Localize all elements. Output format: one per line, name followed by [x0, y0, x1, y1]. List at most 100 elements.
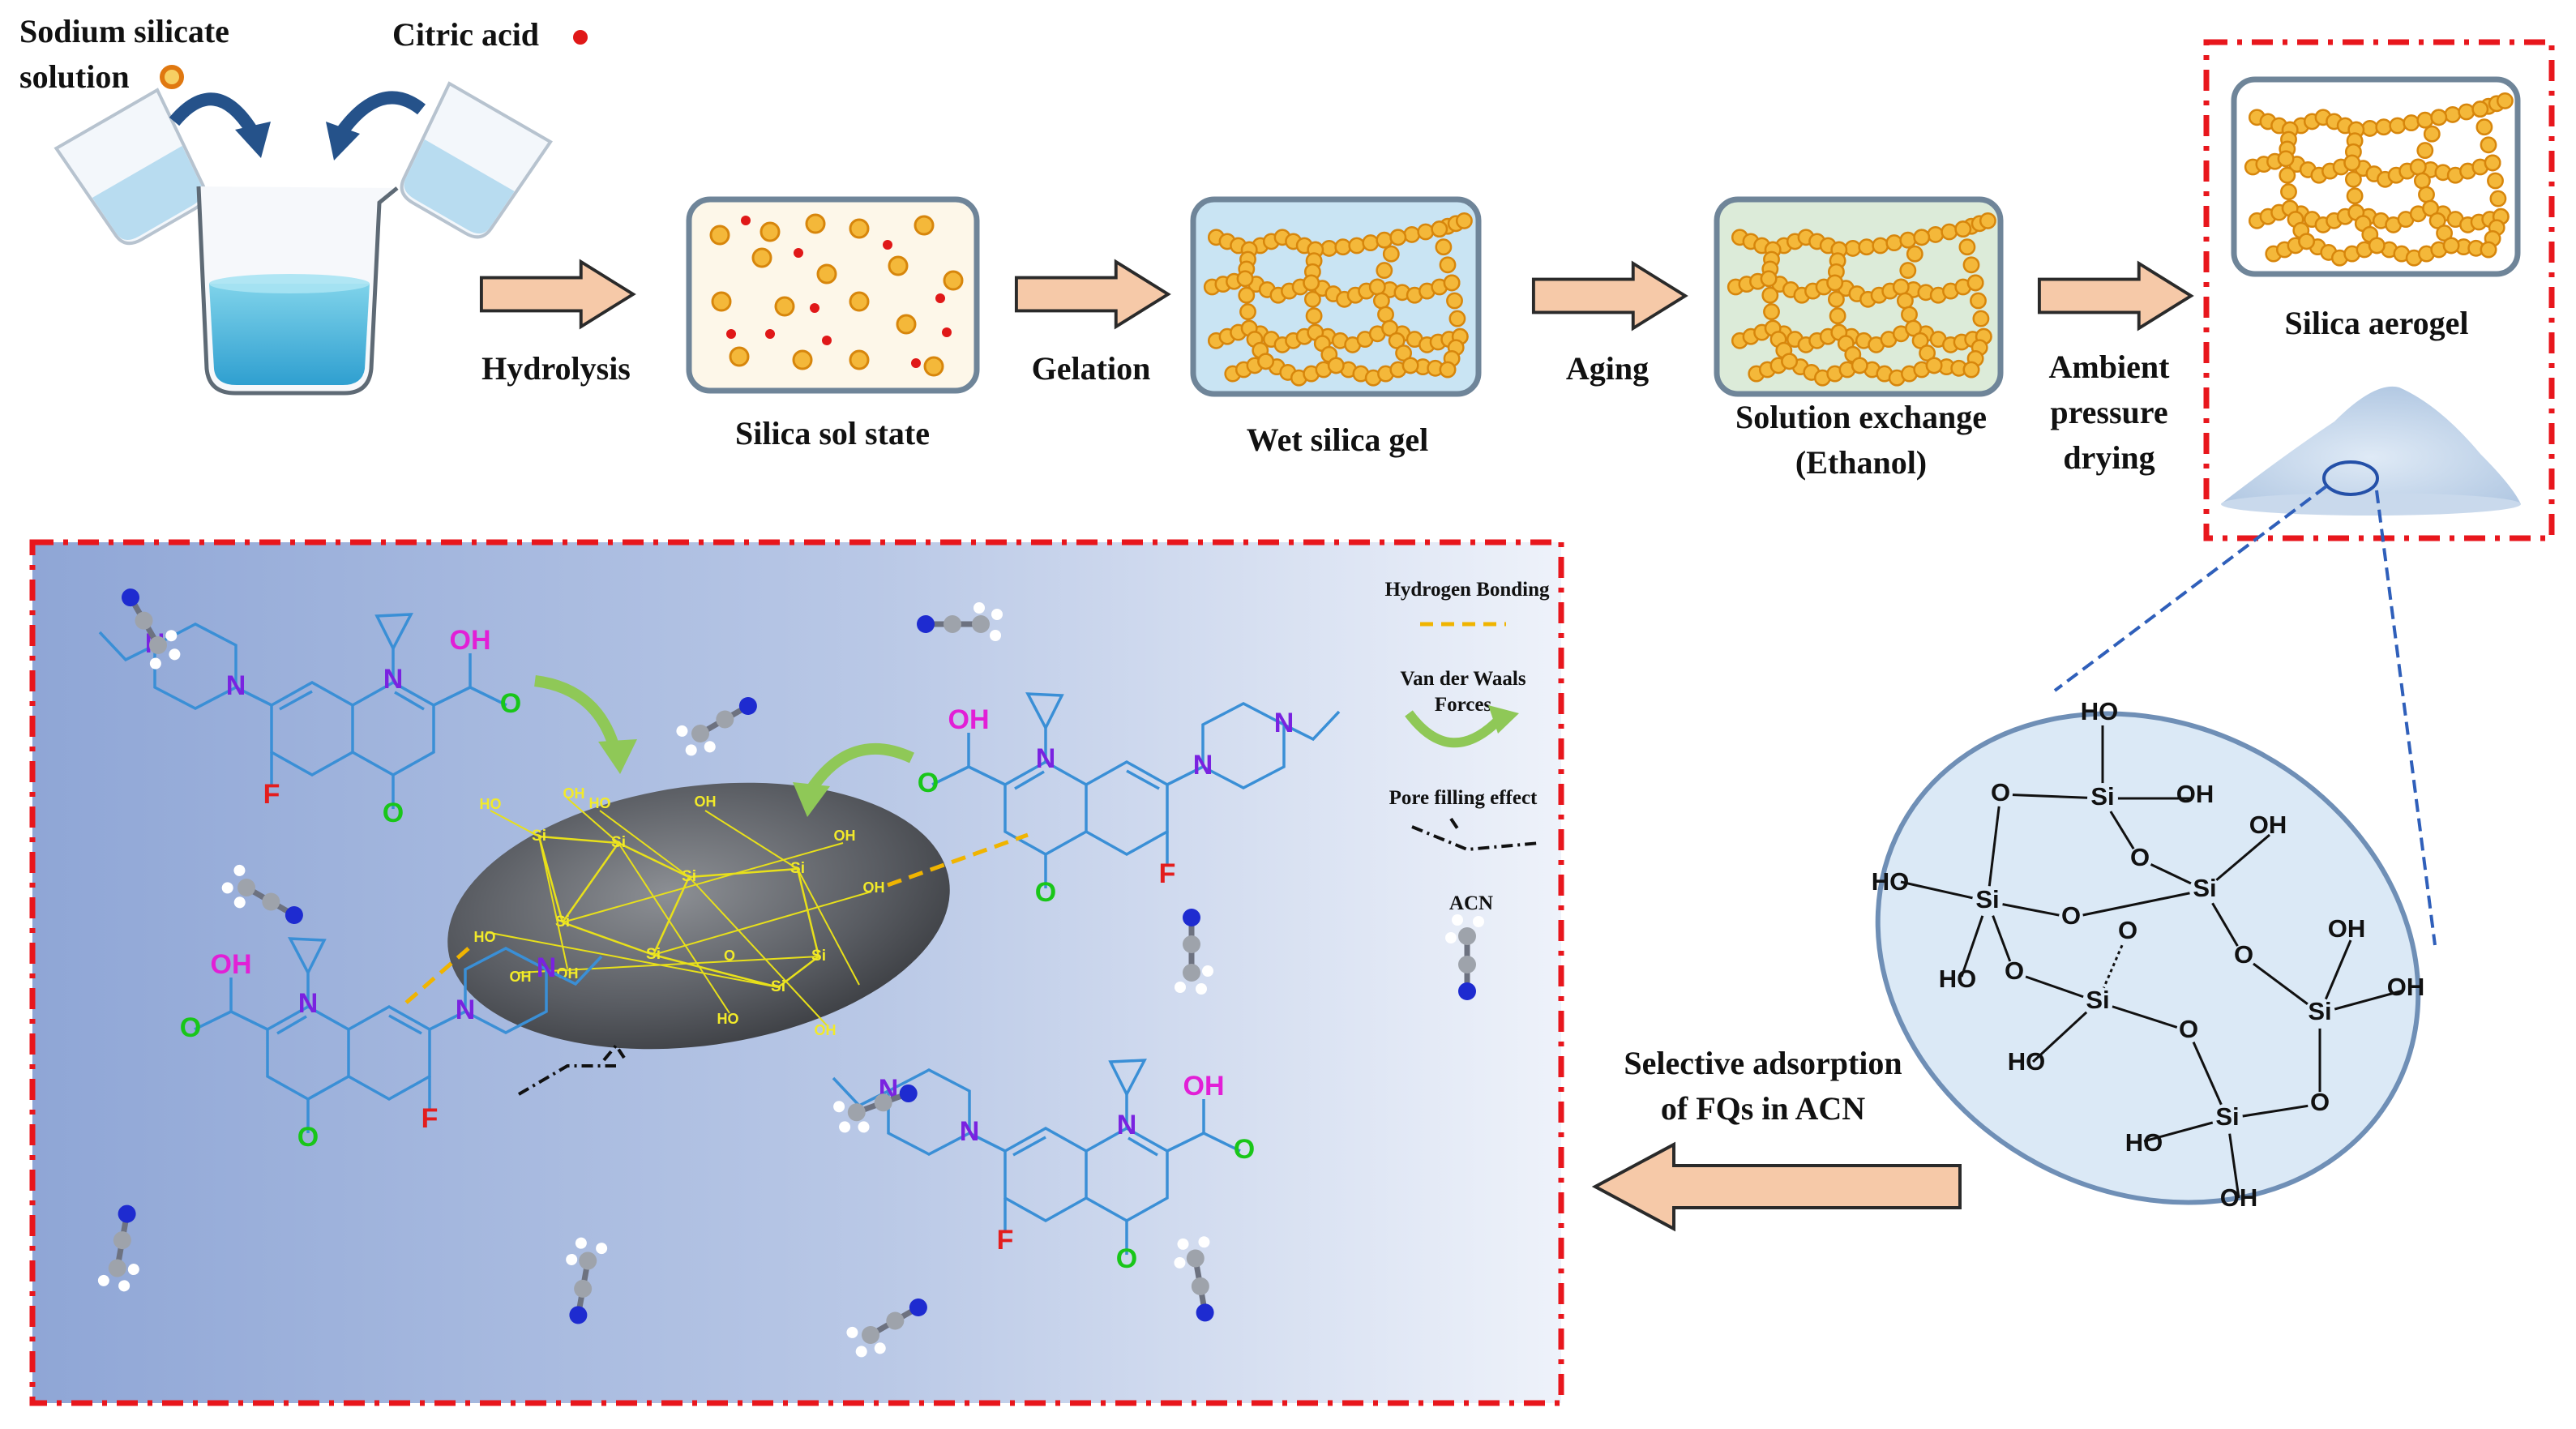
gel-particle [1303, 290, 1321, 308]
piperazine-n-label: N [1193, 750, 1213, 781]
disc-bond [653, 953, 779, 989]
svg-text:Selective adsorption: Selective adsorption [1624, 1045, 1902, 1081]
gel-particle [1911, 332, 1929, 349]
hydroxyl-label: OH [2249, 811, 2287, 839]
gel-particle [1439, 256, 1457, 274]
gel-particle [1958, 238, 1976, 256]
si-o-bond [2187, 1030, 2229, 1119]
legend: Hydrogen Bonding Van der Waals Forces Po… [1384, 579, 1550, 914]
o-atom-label: O [2310, 1088, 2330, 1116]
sol-silica-particle [849, 218, 870, 239]
gel-particle [1761, 286, 1779, 304]
carboxyl-oh-label: OH [450, 625, 491, 656]
o-atom-label: O [2005, 956, 2024, 985]
fluoroquinolone-molecules: NNNOOOHFNNNOOOHFNNNOOOHFNNNOOOHF [98, 613, 1341, 1274]
ketone-o-label: O [297, 1122, 319, 1153]
gel-particle [2458, 103, 2475, 121]
acn-molecule [676, 697, 757, 756]
disc-oh-bond [688, 876, 828, 1026]
reagent-sodium-silicate-label: Sodium silicate solution [19, 13, 229, 95]
disc-hydroxyl-label: OH [510, 969, 532, 985]
ketone-o-label: O [1035, 877, 1056, 908]
pore-filling-marker [517, 1042, 626, 1096]
gel-particle [1927, 225, 1945, 243]
acn-molecule [846, 1299, 927, 1358]
gel-particle [1389, 229, 1407, 246]
silica-aerogel-box [2231, 76, 2521, 277]
gel-particle [1431, 220, 1448, 238]
disc-oh-bond [486, 931, 779, 988]
disc-bond [537, 836, 564, 923]
gel-particle [2346, 187, 2364, 205]
pour-curved-arrow-right [326, 91, 426, 160]
step-drying-label-3: drying [2063, 439, 2155, 476]
aerogel-frame [2203, 39, 2555, 541]
gel-particle [1906, 245, 1923, 263]
gel-particle [2413, 172, 2431, 190]
gel-particle [2496, 92, 2514, 109]
gel-particle [1899, 262, 1917, 280]
gel-particle [1305, 307, 1323, 325]
arrow-hydrolysis [479, 260, 635, 328]
gel-particle [1388, 332, 1406, 349]
o-atom-label: O [2234, 940, 2253, 969]
gel-particle [1962, 256, 1980, 274]
acn-molecule [917, 602, 1003, 641]
si-atom-label: Si [2193, 874, 2216, 902]
svg-text:Sodium silicate: Sodium silicate [19, 13, 229, 49]
disc-oh-bond [599, 810, 690, 878]
gel-particle [1962, 361, 1980, 379]
gel-particle [1257, 353, 1275, 370]
carboxyl-oh-label: OH [1183, 1071, 1225, 1102]
sol-silica-particle [849, 291, 870, 312]
disc-hydroxyl-label: OH [834, 828, 856, 844]
stage-aerogel-label: Silica aerogel [2285, 305, 2469, 341]
pour-curved-arrow-left [169, 92, 271, 158]
gel-network [1203, 212, 1473, 387]
sol-silica-particle [751, 247, 772, 268]
quinolone-n-label: N [383, 664, 404, 695]
legend-vdw-label-1: Van der Waals [1400, 668, 1525, 690]
gel-particle [2409, 158, 2427, 176]
sol-silica-particle [888, 255, 909, 276]
gel-particle [1826, 274, 1844, 292]
carboxyl-o-label: O [918, 768, 939, 798]
si-atom-label: Si [2086, 986, 2109, 1014]
gel-particle [1417, 223, 1435, 241]
gel-particle [2422, 199, 2440, 217]
gel-particle [2423, 125, 2441, 143]
disc-bond [538, 835, 619, 845]
sol-silica-particle [816, 263, 837, 285]
gel-particle [1377, 306, 1394, 323]
gel-particle [1368, 278, 1386, 296]
exchange-network [1727, 212, 1996, 387]
disc-bond [562, 921, 654, 956]
gel-particle [1892, 278, 1910, 296]
fluorine-label: F [1159, 858, 1176, 889]
gel-particle [1446, 292, 1463, 310]
fluorine-label: F [997, 1225, 1014, 1256]
gel-particle [1403, 225, 1421, 243]
gel-particle [1781, 353, 1799, 370]
gel-particle [1858, 238, 1876, 256]
quinolone-n-label: N [1036, 743, 1056, 774]
sol-silica-particle [774, 296, 795, 317]
disc-oh-bond [538, 836, 568, 969]
disc-bond [618, 841, 690, 879]
gel-particle [1885, 234, 1903, 252]
gel-particle [1381, 319, 1399, 337]
sol-silica-particle [711, 291, 732, 312]
arrow-drying [2037, 262, 2193, 330]
acn-molecule [1174, 1236, 1214, 1322]
arrow-gelation [1014, 260, 1170, 328]
gel-particle [2361, 119, 2379, 137]
acn-molecules [97, 588, 1484, 1358]
gel-particle [2489, 190, 2507, 208]
si-o-bond [1986, 794, 2002, 902]
o-atom-label: O [2118, 916, 2137, 944]
gel-particle [1303, 274, 1320, 292]
hydroxyl-label: OH [2328, 914, 2366, 943]
gel-particle [2436, 225, 2454, 242]
disc-bond [652, 876, 691, 956]
